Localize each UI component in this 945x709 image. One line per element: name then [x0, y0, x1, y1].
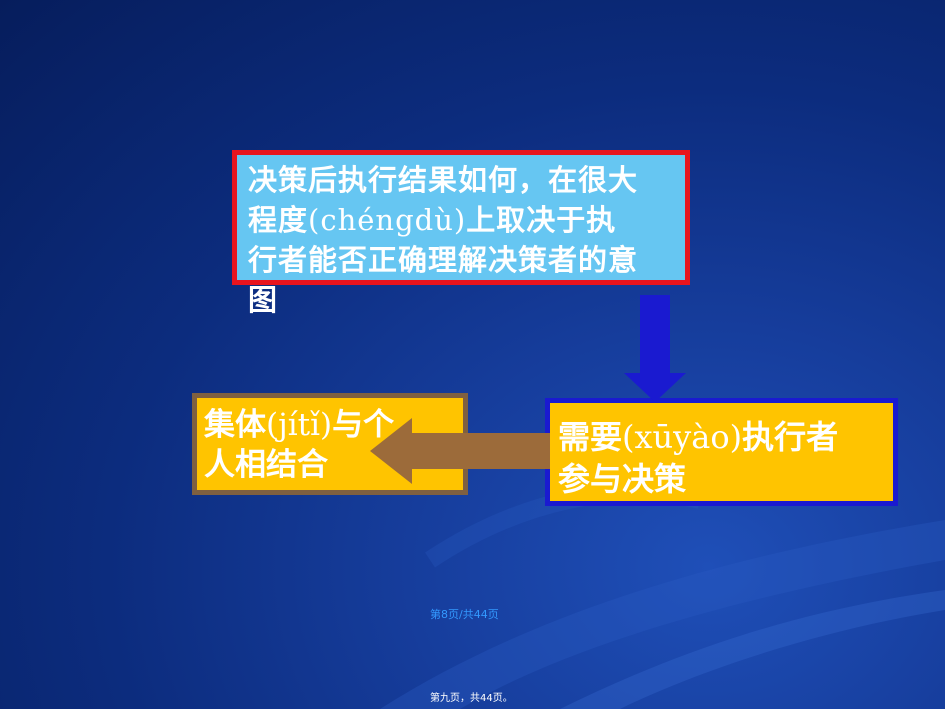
page-number: 第8页/共44页	[430, 608, 499, 621]
top-line-4: 图	[248, 283, 279, 317]
top-line-2-pre: 程度	[248, 203, 309, 237]
top-statement-box	[232, 150, 690, 285]
result-line-1-pre: 集体	[204, 407, 266, 443]
result-line-2: 人相结合	[204, 447, 328, 483]
top-statement-text: 决策后执行结果如何，在很大 程度(chéngdù)上取决于执 行者能否正确理解决…	[248, 160, 684, 320]
top-line-2-pinyin: (chéngdù)	[308, 203, 467, 237]
result-line-1-post: 与个	[332, 407, 395, 443]
result-line-1-pinyin: (jítǐ)	[266, 407, 333, 443]
top-line-2-post: 上取决于执	[466, 203, 617, 237]
requirement-line-1-post: 执行者	[742, 418, 839, 456]
footer-text: 第九页，共44页。	[430, 693, 513, 704]
requirement-line-1-pre: 需要	[558, 418, 623, 456]
result-text: 集体(jítǐ)与个 人相结合	[204, 405, 464, 485]
requirement-text: 需要(xūyào)执行者 参与决策	[558, 416, 888, 500]
requirement-line-2: 参与决策	[558, 460, 687, 498]
left-arrow	[370, 418, 550, 484]
top-line-3: 行者能否正确理解决策者的意	[248, 243, 639, 277]
requirement-line-1-pinyin: (xūyào)	[622, 418, 743, 456]
top-line-1: 决策后执行结果如何，在很大	[248, 163, 639, 197]
down-arrow	[624, 295, 686, 402]
requirement-box	[545, 398, 898, 506]
